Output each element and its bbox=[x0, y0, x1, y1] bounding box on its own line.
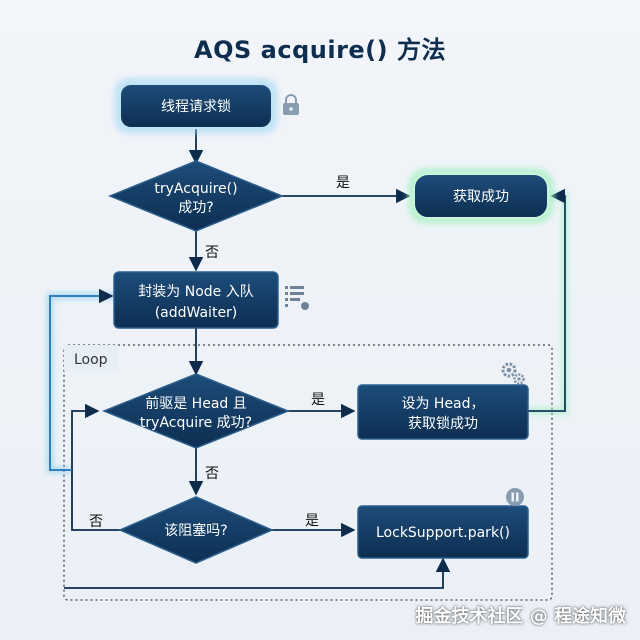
loop-container bbox=[63, 344, 553, 601]
label-try-no: 否 bbox=[205, 245, 219, 261]
node-park-label: LockSupport.park() bbox=[376, 525, 510, 541]
lock-icon bbox=[283, 94, 299, 115]
pause-icon bbox=[506, 488, 524, 506]
node-acquire-success-label: 获取成功 bbox=[453, 189, 509, 205]
list-icon bbox=[285, 286, 309, 310]
node-park: LockSupport.park() bbox=[357, 505, 529, 559]
node-add-waiter-line1: 封装为 Node 入队 bbox=[138, 284, 253, 300]
watermark: 掘金技术社区 @ 程途知微 bbox=[415, 606, 626, 627]
node-start: 线程请求锁 bbox=[114, 78, 278, 134]
node-predecessor-check: 前驱是 Head 且 tryAcquire 成功? bbox=[101, 373, 291, 449]
node-try-acquire: tryAcquire() 成功? bbox=[108, 160, 284, 232]
label-park-yes: 是 bbox=[305, 513, 319, 529]
node-try-acquire-line2: 成功? bbox=[178, 200, 213, 216]
loop-label: Loop bbox=[74, 352, 108, 368]
node-pred-line1: 前驱是 Head 且 bbox=[145, 395, 247, 412]
diagram-title: AQS acquire() 方法 bbox=[194, 36, 446, 64]
edge-park-loopback bbox=[64, 557, 451, 589]
node-should-park-label: 该阻塞吗? bbox=[164, 522, 227, 539]
node-should-park: 该阻塞吗? bbox=[118, 496, 274, 564]
node-set-head-line2: 获取锁成功 bbox=[408, 416, 478, 432]
label-try-yes: 是 bbox=[336, 175, 350, 191]
node-try-acquire-line1: tryAcquire() bbox=[154, 181, 237, 197]
edge-shouldpark-pred bbox=[71, 403, 121, 531]
label-pred-no: 否 bbox=[205, 466, 219, 482]
node-add-waiter-line2: (addWaiter) bbox=[155, 305, 238, 321]
node-acquire-success: 获取成功 bbox=[408, 168, 554, 224]
node-set-head: 设为 Head， 获取锁成功 bbox=[357, 384, 529, 440]
node-pred-line2: tryAcquire 成功? bbox=[140, 415, 252, 431]
edge-loop-addwaiter bbox=[49, 288, 114, 471]
label-pred-yes: 是 bbox=[311, 392, 325, 408]
label-park-no: 否 bbox=[89, 514, 103, 530]
gears-icon bbox=[501, 362, 525, 385]
edge-sethead-success bbox=[528, 188, 566, 412]
node-add-waiter: 封装为 Node 入队 (addWaiter) bbox=[113, 271, 279, 329]
node-start-label: 线程请求锁 bbox=[161, 99, 231, 115]
node-set-head-line1: 设为 Head， bbox=[401, 396, 484, 412]
